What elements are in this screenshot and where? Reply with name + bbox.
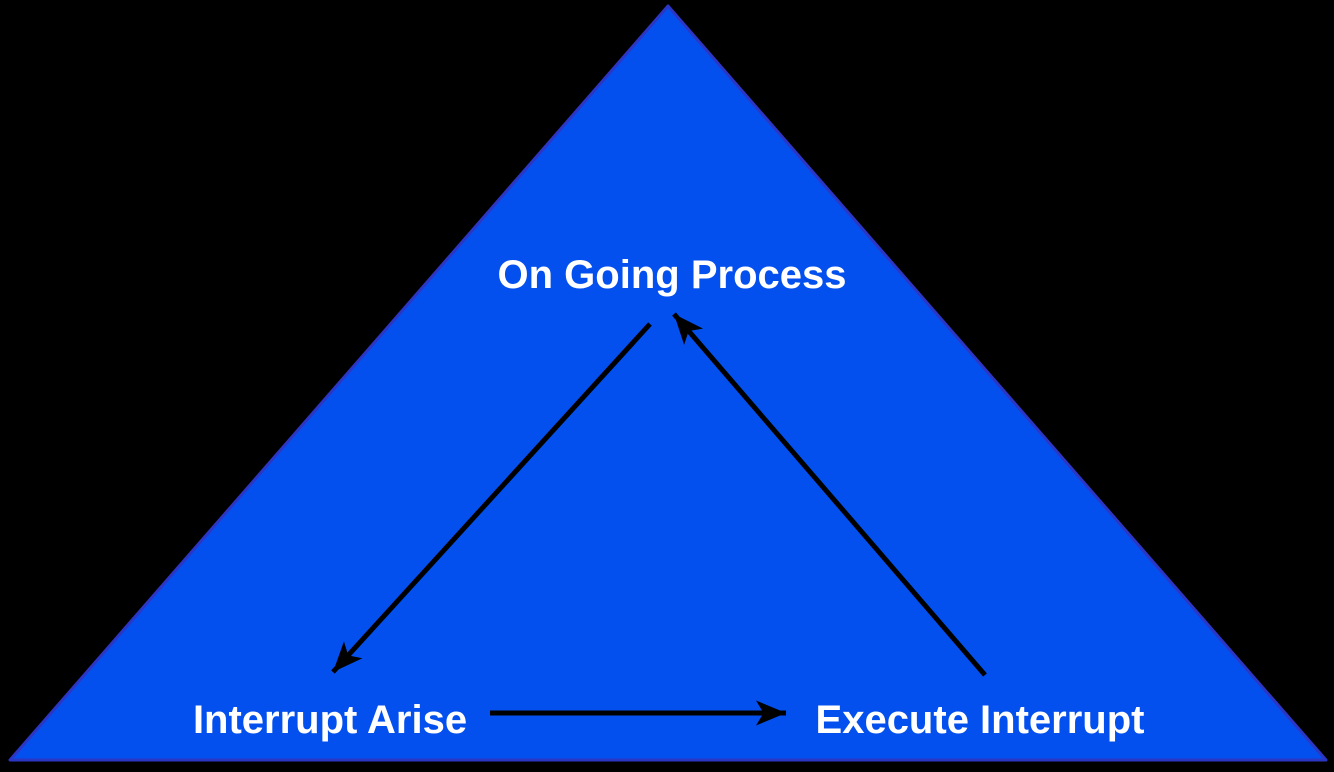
node-label-on-going-process: On Going Process: [498, 253, 847, 297]
node-label-interrupt-arise: Interrupt Arise: [193, 698, 467, 742]
arrow-ongoing-to-interrupt: [331, 322, 652, 674]
node-label-execute-interrupt: Execute Interrupt: [816, 698, 1145, 742]
arrow-execute-to-ongoing: [672, 312, 987, 677]
triangle-shape: [8, 4, 1328, 762]
